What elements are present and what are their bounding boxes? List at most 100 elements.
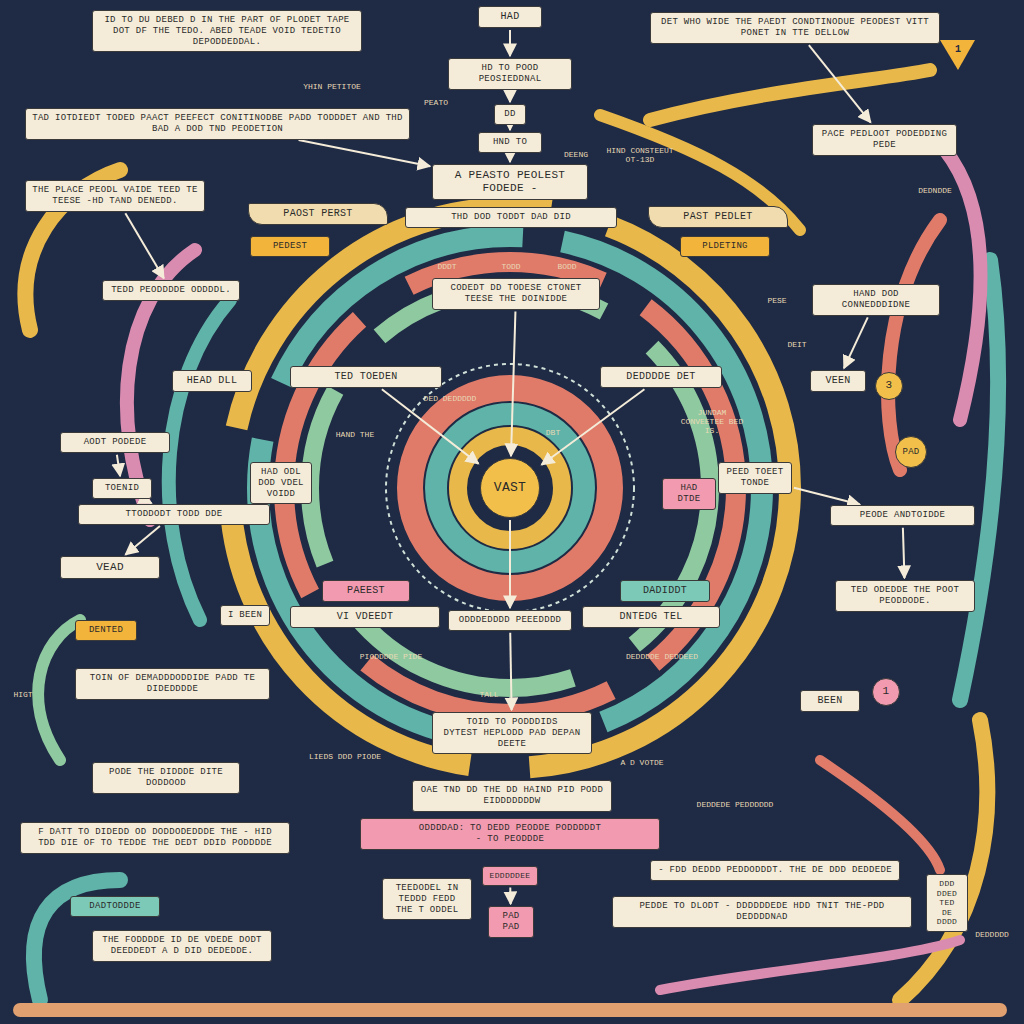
text-box: HAND DOD CONNEDDDIDNE	[812, 284, 940, 316]
box-text: HND TO	[485, 137, 535, 148]
text-box: PEDEST	[250, 236, 330, 257]
text-box: TED TOEDEN	[290, 366, 442, 388]
note-label: DBT	[540, 428, 566, 437]
callout-circle: VAST	[480, 458, 540, 518]
box-text: PLDETING	[687, 241, 763, 252]
text-box: A PEASTO PEOLEST FODEDE -	[432, 164, 588, 200]
text-box: DADTODDDE	[70, 896, 160, 917]
box-text: DYTEST HEPLODD PAD DEPAN DEETE	[439, 728, 585, 750]
text-box: PODE THE DIDDDE DITE DODDOOD	[92, 762, 240, 794]
note-label: DED DEDDDDD	[420, 394, 480, 403]
text-box: VEEN	[810, 370, 866, 392]
text-box: CODEDT DD TODESE CTONET TEESE THE DOINID…	[432, 278, 600, 310]
box-text: VAST	[494, 480, 526, 496]
text-box: VI VDEEDT	[290, 606, 440, 628]
box-text: OAE TND DD THE DD HAIND PID PODD EIDDDDD…	[419, 785, 605, 807]
box-text: TOENID	[99, 483, 145, 494]
box-text: A PEASTO PEOLEST FODEDE -	[439, 169, 581, 195]
box-text: I BEEN	[227, 610, 263, 621]
box-text: DNTEDG TEL	[589, 611, 713, 623]
box-text: 3	[886, 379, 893, 392]
ribbons	[20, 70, 1000, 1010]
box-text: THE PLACE PEODL VAIDE TEED TE TEESE -HD …	[32, 185, 198, 207]
connector-arrow	[510, 92, 511, 102]
connector-arrow	[542, 389, 645, 465]
note-label: DEIT	[780, 340, 814, 349]
text-box: VEAD	[60, 556, 160, 579]
note-label: PESE	[760, 296, 794, 305]
note-label: HIGT	[8, 690, 38, 699]
box-text: DET WHO WIDE THE PAEDT CONDTINODUE PEODE…	[657, 17, 933, 39]
box-text: CODEDT DD TODESE CTONET TEESE THE DOINID…	[439, 283, 593, 305]
box-text: HAND DOD CONNEDDDIDNE	[819, 289, 933, 311]
box-text: TED TOEDEN	[297, 371, 435, 383]
box-text: DDD DDED TED DE DDDD	[933, 879, 961, 927]
box-text: TAD IOTDIEDT TODED PAACT PEEFECT CONITIN…	[32, 113, 403, 135]
box-text: BEEN	[807, 695, 853, 707]
connector-arrow	[510, 888, 511, 904]
text-box: THE PLACE PEODL VAIDE TEED TE TEESE -HD …	[25, 180, 205, 212]
text-box: F DATT TO DIDEDD OD DODDODEDDDE THE - HI…	[20, 822, 290, 854]
box-text: PODE THE DIDDDE DITE DODDOOD	[99, 767, 233, 789]
text-box: DADIDDT	[620, 580, 710, 602]
text-box: TTODDODT TODD DDE	[78, 504, 270, 525]
text-box: TEDD PEODDDDE ODDDDL.	[102, 280, 240, 301]
text-box: PAST PEDLET	[648, 206, 788, 228]
box-text: HAD DTDE	[669, 483, 709, 505]
text-box: PAD PAD	[488, 906, 534, 938]
note-label: DEDDDDD	[966, 930, 1018, 939]
box-text: HAD ODL DOD VDEL VOIDD	[257, 467, 305, 499]
text-box: EDDDDDEE	[482, 866, 538, 886]
text-box: THD DOD TODDT DAD DID	[405, 207, 617, 228]
note-label: DDDT	[432, 262, 462, 271]
box-text: - FDD DEDDD PEDDODDDT. THE DE DDD DEDDED…	[657, 865, 893, 876]
callout-circle: 1	[872, 678, 900, 706]
box-text: THE FODDDDE ID DE VDEDE DODT DEEDDEDT A …	[99, 935, 265, 957]
box-text: HAD	[485, 11, 535, 23]
note-label: TODD	[496, 262, 526, 271]
box-text: DEDDDDE DET	[607, 371, 715, 383]
text-box: TEEDODEL IN TEDDD FEDD THE T ODDEL	[382, 878, 472, 920]
box-text: ID TO DU DEBED D IN THE PART OF PLODET T…	[99, 15, 355, 47]
note-label: YHIN PETITOE	[292, 82, 372, 91]
text-box: HEAD DLL	[172, 370, 252, 392]
callout-flag	[940, 40, 975, 70]
box-text: AODT PODEDE	[67, 437, 163, 448]
connector-arrow	[510, 520, 511, 608]
text-box: HAD ODL DOD VDEL VOIDD	[250, 462, 312, 504]
box-text: PAD	[902, 447, 919, 458]
text-box: DD	[494, 104, 526, 125]
connector-arrow	[125, 526, 159, 555]
box-text: DD	[501, 109, 519, 120]
box-text: PAOST PERST	[255, 208, 381, 220]
note-label: DEDNDDE	[905, 186, 965, 195]
text-box: PEODE ANDTOIDDE	[830, 505, 975, 526]
text-box: I BEEN	[220, 605, 270, 626]
connector-arrow	[510, 633, 511, 710]
text-box: OAE TND DD THE DD HAIND PID PODD EIDDDDD…	[412, 780, 612, 812]
box-text: VI VDEEDT	[297, 611, 433, 623]
text-box: TOENID	[92, 478, 152, 499]
note-label: BODD	[552, 262, 582, 271]
box-text: PEDDE TO DLODT - DDDDDDEDE HDD TNIT THE-…	[619, 901, 905, 923]
box-text: VEEN	[817, 375, 859, 387]
box-text: PEODE ANDTOIDDE	[837, 510, 968, 521]
note-label: TALL	[474, 690, 504, 699]
connector-arrow	[510, 30, 511, 56]
box-text: PEED TOEET TONDE	[725, 467, 785, 489]
connector-arrow	[809, 45, 871, 122]
text-box: HAD DTDE	[662, 478, 716, 510]
box-text: - TO PEODDDE	[367, 834, 653, 845]
note-label: HAND THE	[330, 430, 380, 439]
connector-arrow	[299, 140, 430, 166]
text-box: ODDDDAD: TO DEDD PEODDE PODDDDDT- TO PEO…	[360, 818, 660, 850]
box-text: TEDD PEODDDDE ODDDDL.	[109, 285, 233, 296]
text-box: PEDDE TO DLODT - DDDDDDEDE HDD TNIT THE-…	[612, 896, 912, 928]
callout-circle: PAD	[895, 436, 927, 468]
note-label: HIND CONSTEEUT OT-13D	[600, 146, 680, 164]
text-box: ID TO DU DEBED D IN THE PART OF PLODET T…	[92, 10, 362, 52]
text-box: AODT PODEDE	[60, 432, 170, 453]
connector-arrow	[510, 127, 511, 130]
text-box: TAD IOTDIEDT TODED PAACT PEEFECT CONITIN…	[25, 108, 410, 140]
box-text: HD TO POOD PEOSIEDDNAL	[455, 63, 565, 85]
